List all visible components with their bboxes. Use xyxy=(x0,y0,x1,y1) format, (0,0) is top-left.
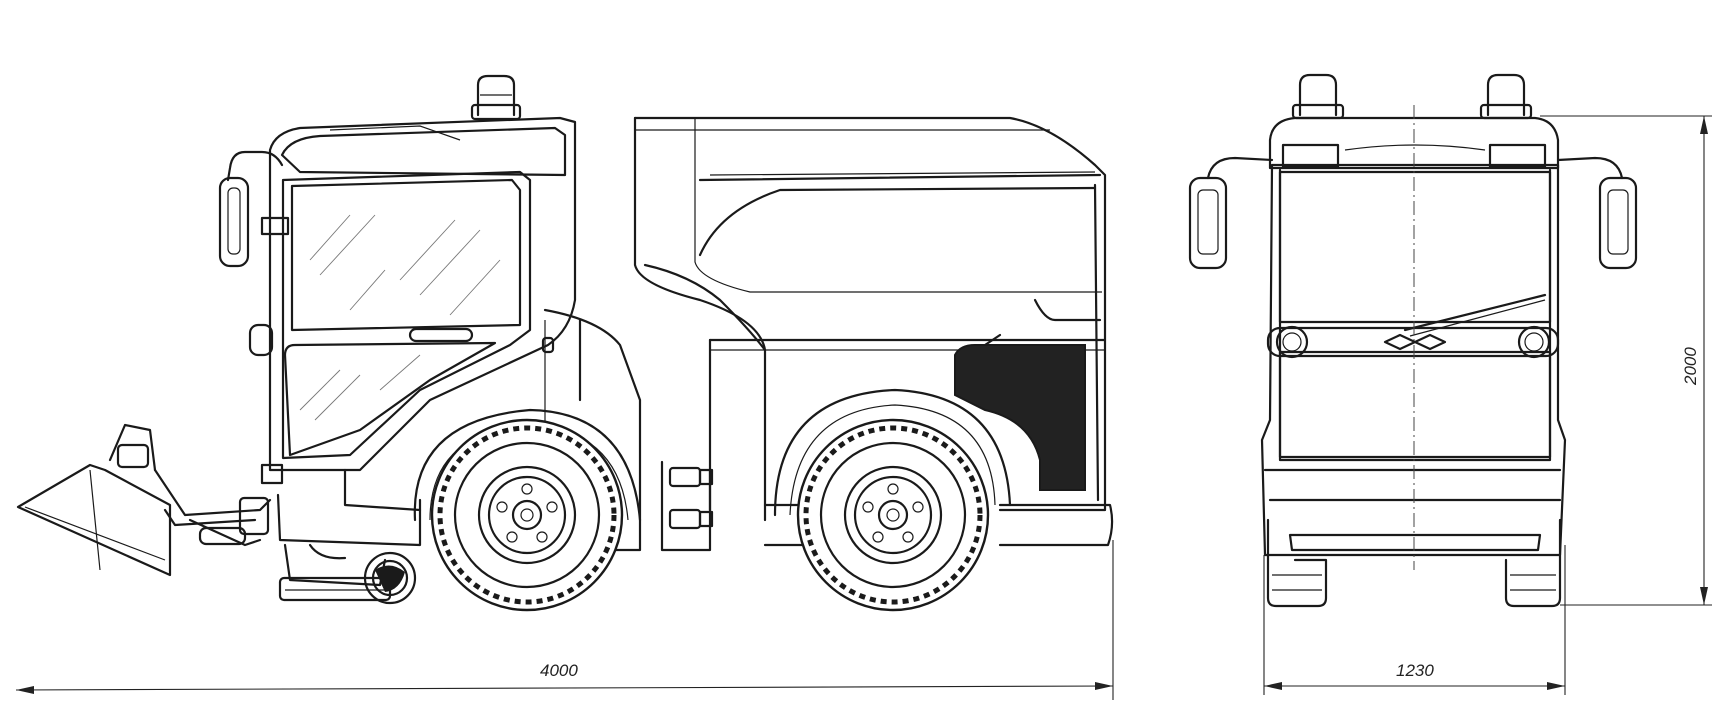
front-view-mirror-right xyxy=(1556,156,1638,270)
door-handle xyxy=(408,327,474,343)
side-mirror xyxy=(218,150,290,268)
roof-lamp-left xyxy=(1281,143,1340,169)
rear-wheel xyxy=(796,418,990,612)
height-dimension: 2000 xyxy=(1540,115,1712,606)
cab xyxy=(218,74,577,485)
wiper xyxy=(1403,293,1547,332)
rear-grille xyxy=(954,344,1086,491)
front-wheel xyxy=(430,418,624,612)
hopper-body xyxy=(633,116,1107,522)
height-label: 2000 xyxy=(1681,347,1700,386)
front-beacon-left xyxy=(1291,73,1345,120)
front-beacon-right xyxy=(1479,73,1533,120)
front-view-left-wheel xyxy=(1266,518,1328,608)
front-view-mirror-left xyxy=(1188,156,1274,270)
front-wheel-arch xyxy=(413,408,642,522)
windshield-upper xyxy=(1278,170,1552,324)
roof-lamp-right xyxy=(1488,143,1547,169)
windshield-lower xyxy=(1278,350,1552,459)
length-label: 4000 xyxy=(540,661,578,680)
hose-connectors xyxy=(668,466,714,530)
rear-wheel-arch xyxy=(773,388,1012,517)
window-glass-hatching xyxy=(299,214,501,421)
length-dimension: 4000 xyxy=(15,540,1114,700)
width-label: 1230 xyxy=(1396,661,1434,680)
beacon-light xyxy=(470,74,522,121)
front-view: 1230 2000 xyxy=(1188,73,1712,695)
brush-unit xyxy=(278,543,417,605)
front-plow xyxy=(16,423,272,577)
front-view-right-wheel xyxy=(1504,518,1562,608)
width-dimension: 1230 xyxy=(1263,545,1566,695)
side-headlight xyxy=(248,323,274,357)
side-view: 4000 xyxy=(15,74,1114,700)
lamp xyxy=(260,463,284,485)
